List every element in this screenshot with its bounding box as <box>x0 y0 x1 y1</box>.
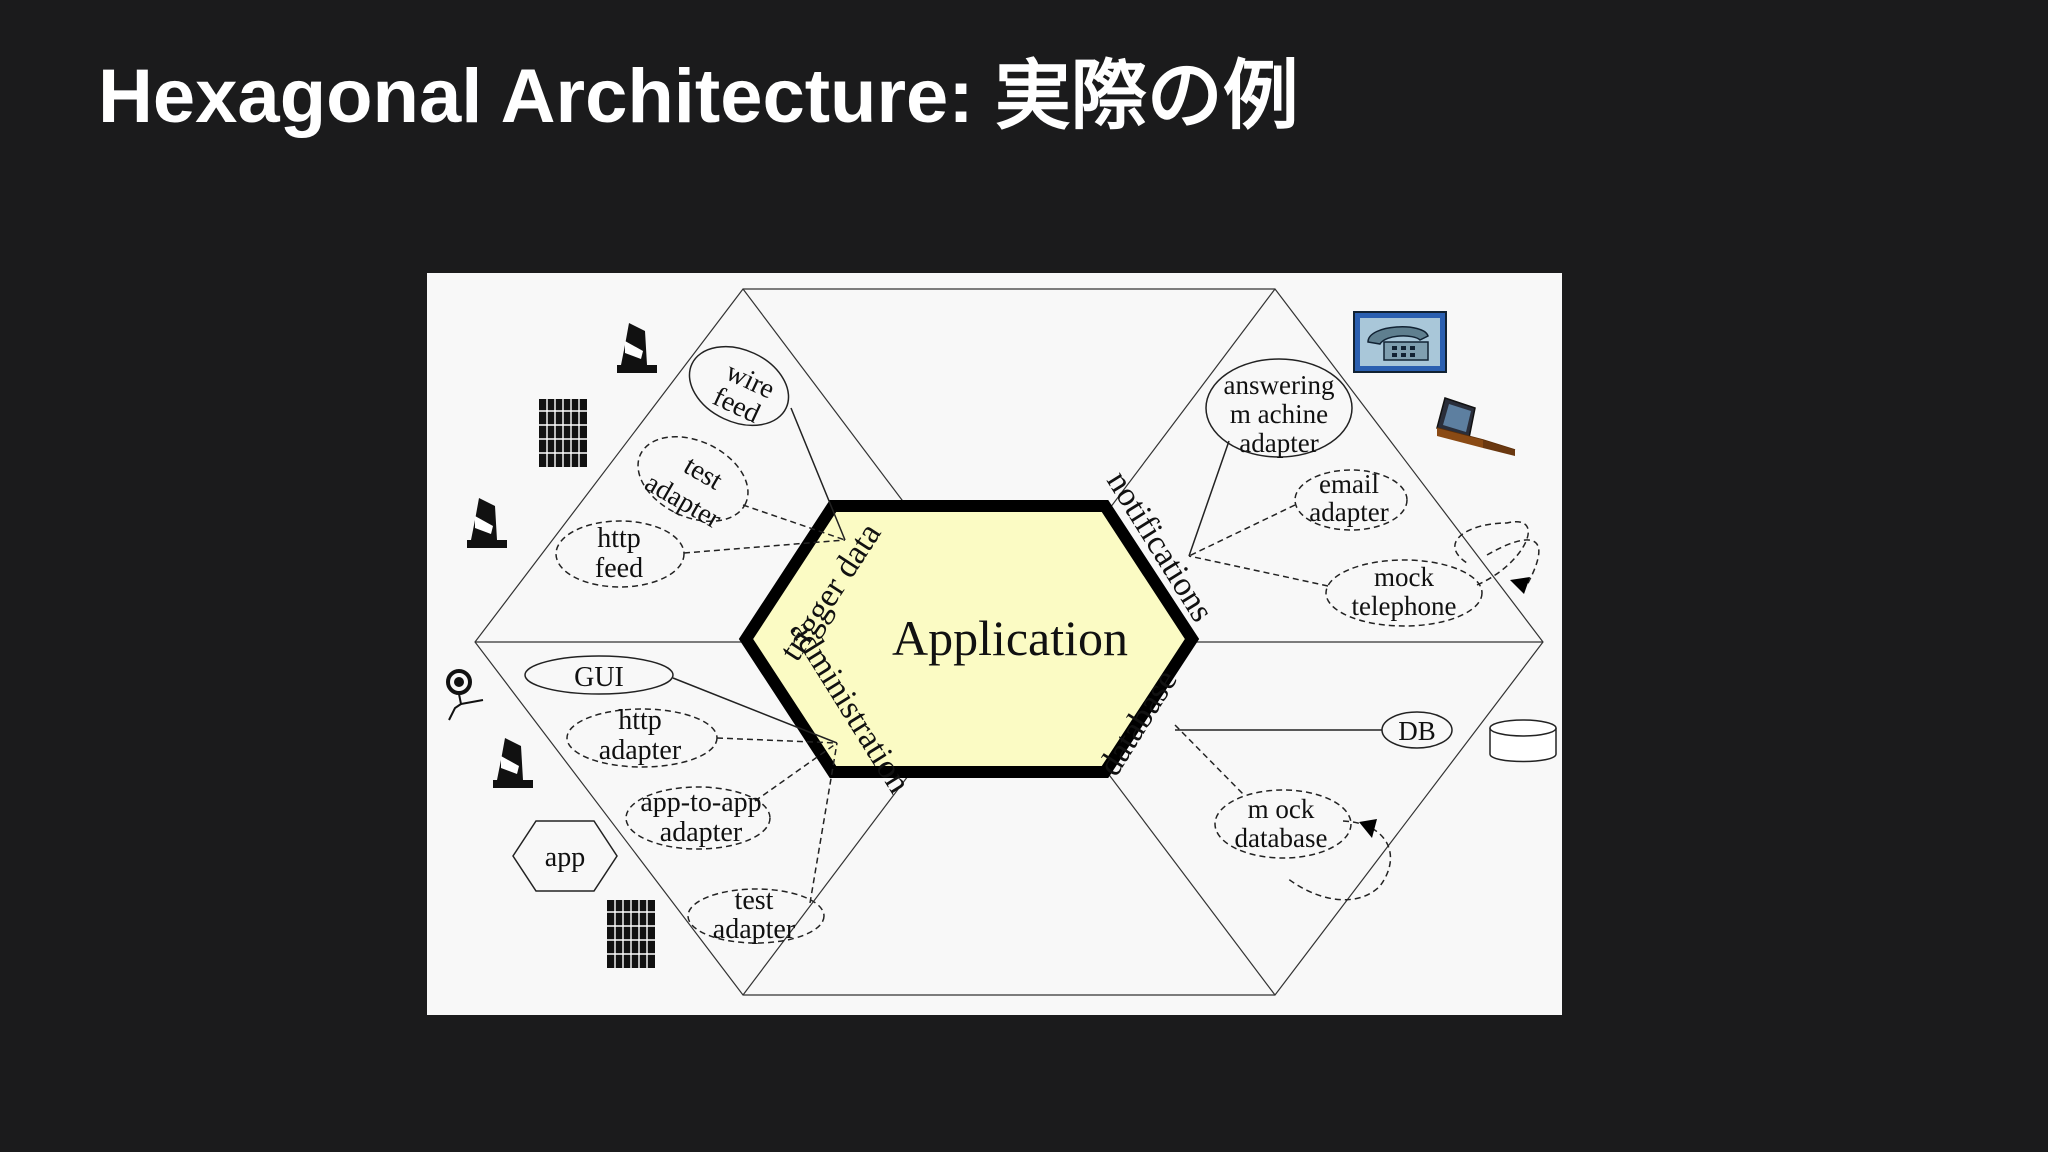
adapter-answering-machine: answering m achine adapter <box>1205 358 1353 458</box>
hexagonal-architecture-diagram: Application trigger data administration … <box>427 273 1562 1015</box>
svg-text:test: test <box>735 885 774 916</box>
svg-text:GUI: GUI <box>574 662 624 693</box>
connectors-bottom-left <box>672 677 838 904</box>
svg-text:http: http <box>597 523 641 554</box>
svg-text:m ock: m ock <box>1248 794 1315 824</box>
svg-text:email: email <box>1319 469 1379 499</box>
building-icon <box>607 900 655 968</box>
adapter-http: http adapter <box>566 705 718 768</box>
svg-text:mock: mock <box>1374 562 1434 592</box>
adapter-gui: GUI <box>524 655 674 695</box>
adapter-http-feed: http feed <box>555 520 685 588</box>
database-cylinder-icon <box>1489 719 1557 763</box>
adapter-db: DB <box>1381 711 1453 749</box>
svg-text:app: app <box>545 842 585 873</box>
svg-text:answering: answering <box>1224 370 1335 400</box>
connectors-top-left <box>683 407 846 554</box>
app-hexagon-icon: app <box>512 820 618 892</box>
svg-text:m achine: m achine <box>1230 399 1328 429</box>
svg-text:app-to-app: app-to-app <box>640 787 761 818</box>
svg-text:adapter: adapter <box>660 817 743 848</box>
svg-text:http: http <box>618 705 662 736</box>
satellite-dish-icon <box>617 323 657 373</box>
svg-text:adapter: adapter <box>1239 428 1318 458</box>
svg-text:adapter: adapter <box>1309 497 1388 527</box>
satellite-dish-icon <box>467 498 507 548</box>
building-icon <box>539 399 587 467</box>
adapter-wire-feed: wire feed <box>688 345 790 430</box>
adapter-mock-database: m ock database <box>1214 789 1392 901</box>
slide-title: Hexagonal Architecture: 実際の例 <box>98 54 1299 139</box>
satellite-dish-icon <box>493 738 533 788</box>
svg-text:feed: feed <box>595 553 643 584</box>
svg-text:adapter: adapter <box>713 914 796 945</box>
svg-text:adapter: adapter <box>599 735 682 766</box>
adapter-mock-telephone: mock telephone <box>1325 520 1540 627</box>
adapter-test-bottom: test adapter <box>687 885 825 945</box>
person-icon <box>446 669 484 721</box>
diagram-canvas: Application trigger data administration … <box>446 288 1557 996</box>
connectors-bottom-right <box>1174 724 1382 797</box>
svg-text:telephone: telephone <box>1352 591 1457 621</box>
adapter-test-top: test adapter <box>637 435 749 536</box>
laptop-icon <box>1436 397 1516 456</box>
adapter-app-to-app: app-to-app adapter <box>625 786 771 850</box>
application-label: Application <box>892 610 1128 666</box>
connectors-top-right <box>1188 440 1329 587</box>
svg-text:database: database <box>1235 823 1328 853</box>
telephone-icon <box>1353 311 1447 373</box>
svg-text:DB: DB <box>1398 716 1436 746</box>
adapter-email: email adapter <box>1294 469 1408 531</box>
application-hexagon <box>738 500 1200 778</box>
